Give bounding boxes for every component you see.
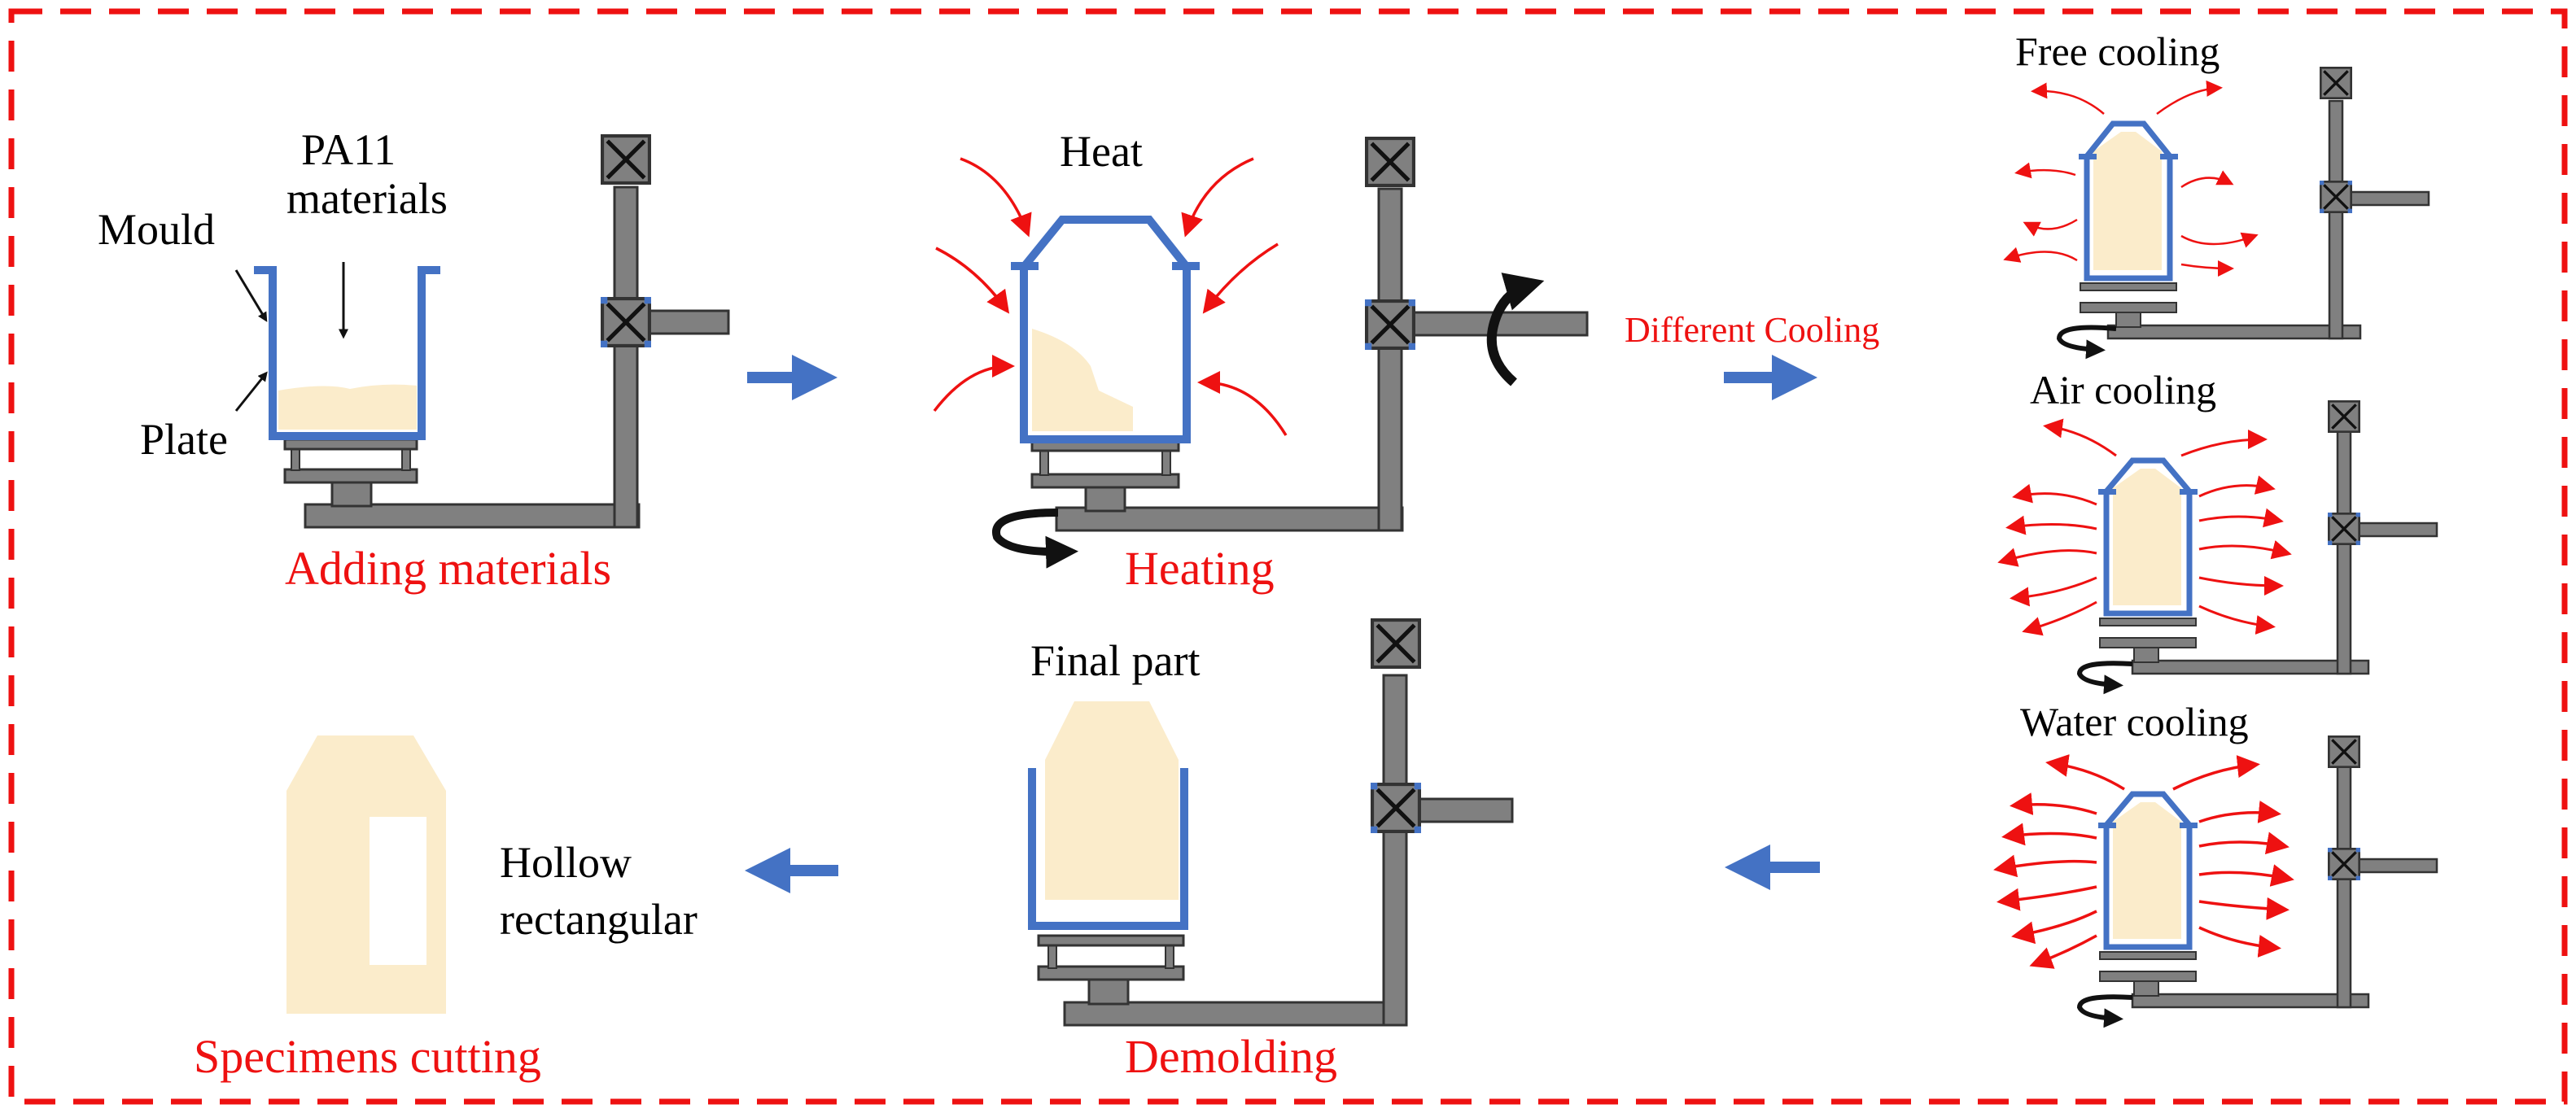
valve-icon bbox=[1371, 783, 1421, 833]
valve-icon bbox=[1365, 299, 1415, 350]
cooling-unit-air: Air cooling bbox=[1997, 367, 2438, 695]
valve-icon bbox=[2320, 67, 2352, 99]
stage-heating: Heat Heating bbox=[933, 127, 1589, 595]
cooling-label: Water cooling bbox=[2020, 699, 2249, 744]
rotation-arrow-icon bbox=[2056, 325, 2117, 360]
heat-arrow-icon bbox=[960, 157, 1032, 238]
rotation-arrow-icon bbox=[2076, 661, 2133, 695]
stage-caption: Demolding bbox=[1125, 1030, 1337, 1083]
heat-arrow-icon bbox=[1202, 242, 1279, 314]
stage-specimens-cutting: Hollow rectangular Specimens cutting bbox=[194, 735, 698, 1083]
valve-icon bbox=[2328, 400, 2360, 433]
mould bbox=[254, 266, 440, 440]
valve-icon bbox=[2328, 513, 2360, 545]
valve-icon bbox=[1367, 138, 1414, 186]
heat-label: Heat bbox=[1060, 127, 1143, 176]
specimen-shape-label-line1: Hollow bbox=[500, 838, 632, 887]
stage-demolding: Final part Demolding bbox=[1028, 620, 1514, 1083]
specimen-shape-label-line2: rectangular bbox=[500, 895, 698, 944]
dashed-border bbox=[8, 8, 2568, 1105]
mould bbox=[1028, 768, 1188, 930]
valve-icon bbox=[1372, 620, 1419, 667]
valve-icon bbox=[2328, 735, 2360, 768]
cooling-unit-water: Water cooling bbox=[1993, 699, 2438, 1028]
cooling-label: Air cooling bbox=[2030, 367, 2216, 412]
material-label-line2: materials bbox=[286, 174, 448, 223]
stage-caption: Heating bbox=[1125, 542, 1275, 595]
rotation-arrow-icon bbox=[1486, 273, 1545, 386]
valve-icon bbox=[601, 297, 651, 347]
plate-label: Plate bbox=[140, 415, 228, 464]
material-label-line1: PA11 bbox=[301, 125, 396, 174]
valve-icon bbox=[2320, 181, 2352, 213]
specimen-shape bbox=[286, 735, 446, 1014]
cooling-caption: Different Cooling bbox=[1625, 310, 1879, 350]
rotation-arrow-icon bbox=[2076, 994, 2133, 1028]
final-part bbox=[1045, 701, 1179, 900]
mould-label: Mould bbox=[98, 205, 215, 254]
heat-arrow-icon bbox=[935, 247, 1010, 314]
valve-icon bbox=[2328, 848, 2360, 880]
rotation-arrow-icon bbox=[991, 508, 1078, 569]
cooling-label: Free cooling bbox=[2015, 28, 2220, 74]
stage-caption: Adding materials bbox=[285, 542, 611, 595]
valve-icon bbox=[602, 136, 649, 183]
stage-caption: Specimens cutting bbox=[194, 1030, 541, 1083]
heat-arrow-icon bbox=[1181, 157, 1254, 238]
heat-arrow-icon bbox=[1197, 371, 1288, 436]
stage-adding-materials: Mould PA11 materials Plate Adding materi… bbox=[98, 125, 730, 595]
part-label: Final part bbox=[1030, 636, 1200, 685]
cooling-unit-free: Free cooling bbox=[2003, 28, 2430, 360]
heat-arrow-icon bbox=[933, 355, 1015, 412]
